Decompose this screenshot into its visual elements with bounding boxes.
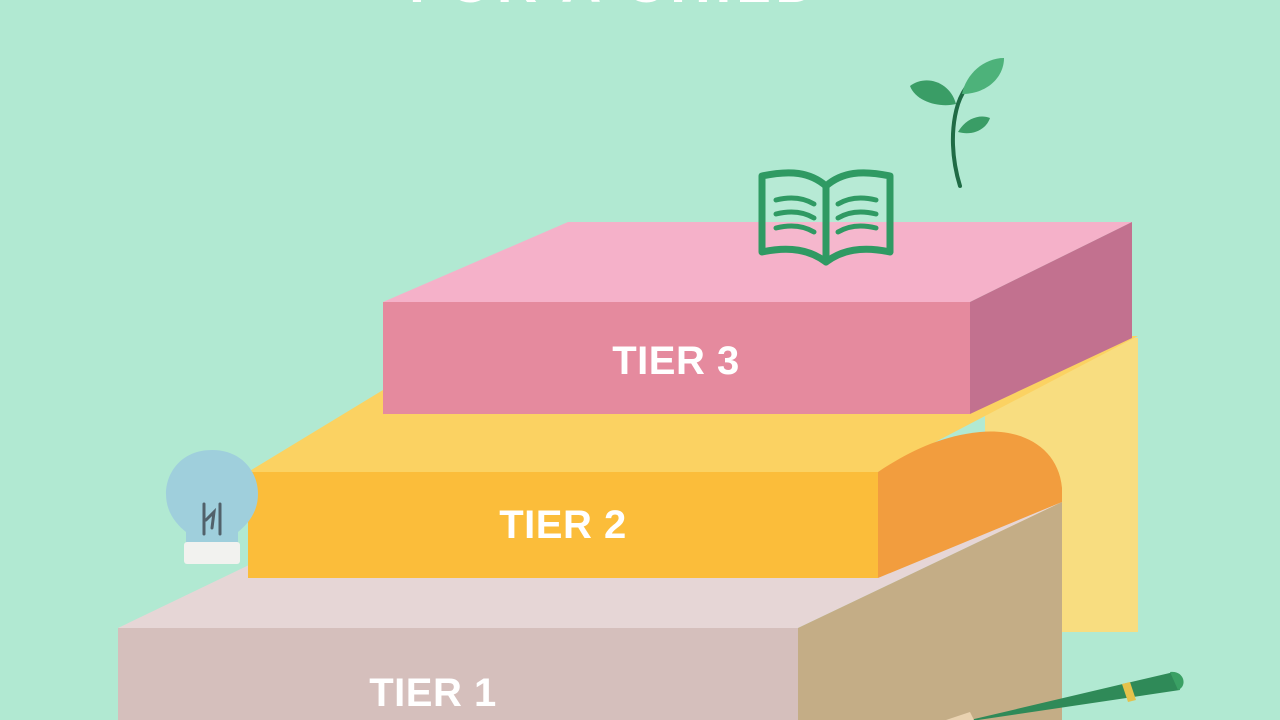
pencil-icon bbox=[946, 671, 1184, 720]
tier-3-label: TIER 3 bbox=[612, 339, 739, 383]
tier-3-side-face bbox=[970, 222, 1132, 414]
tier-2-label: TIER 2 bbox=[499, 503, 626, 547]
sprout-icon bbox=[910, 58, 1004, 188]
tier-1-front-face bbox=[118, 628, 798, 720]
tier-3-block: TIER 3 bbox=[383, 222, 1132, 414]
open-book-icon bbox=[758, 169, 894, 266]
page-heading: FOR A CHILD bbox=[409, 0, 821, 14]
tier-3-front-face bbox=[383, 302, 970, 414]
tier-3-top-face bbox=[383, 222, 1132, 302]
tier-1-label: TIER 1 bbox=[369, 671, 496, 715]
lightbulb-icon bbox=[166, 450, 258, 564]
tier-2-side-face bbox=[878, 431, 1062, 578]
tier-1-side-face bbox=[798, 502, 1062, 720]
tier-2-front-face bbox=[248, 472, 878, 578]
